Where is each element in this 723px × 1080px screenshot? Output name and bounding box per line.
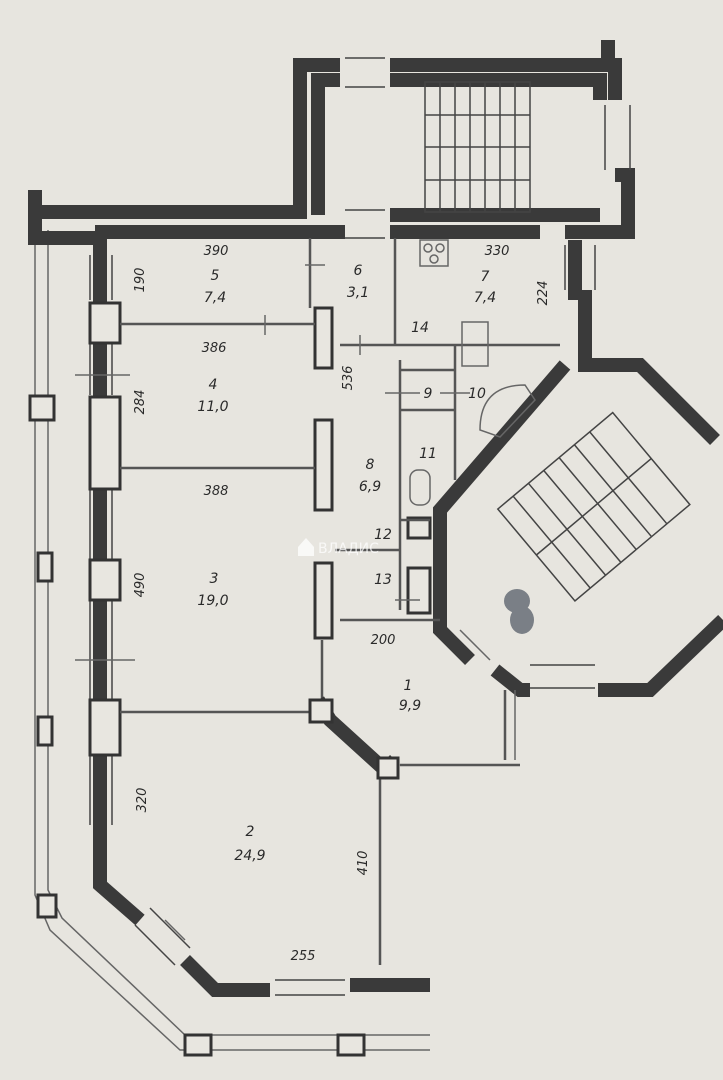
balcony-post [183, 1033, 213, 1057]
room-number: 6 [354, 263, 363, 279]
balcony-post [36, 715, 54, 747]
blot-mark [504, 589, 534, 634]
room-number: 9 [424, 386, 433, 402]
room-area: 19,0 [197, 593, 228, 609]
dimension-label: 320 [135, 788, 150, 813]
room-number: 1 [404, 678, 413, 694]
dimension-label: 224 [536, 281, 551, 306]
dimension-labels: 390 190 330 224 386 284 536 388 490 200 … [133, 244, 551, 964]
dimension-label: 490 [133, 573, 148, 598]
room-number: 4 [209, 377, 218, 393]
room-area: 11,0 [197, 399, 228, 415]
windows [89, 57, 631, 996]
sanitary-fixtures [409, 239, 536, 506]
dimension-label: 255 [291, 949, 316, 964]
wall-piers [88, 301, 432, 757]
room-number: 14 [411, 320, 429, 336]
upper-staircase [424, 81, 531, 213]
dimension-label: 200 [371, 633, 396, 648]
lower-staircase [496, 411, 691, 603]
room-area: 7,4 [474, 290, 496, 306]
balcony-post [336, 1033, 366, 1057]
balcony-post [36, 551, 54, 583]
dimension-label: 386 [202, 341, 227, 356]
dimension-ticks [75, 264, 491, 941]
room-number: 2 [246, 824, 255, 840]
dimension-label: 536 [341, 366, 356, 391]
room-area: 24,9 [234, 848, 265, 864]
room-number: 5 [211, 268, 220, 284]
stove-icon [419, 239, 449, 267]
room-area: 6,9 [359, 479, 381, 495]
watermark: ВЛАДИС [298, 538, 379, 557]
dimension-label: 390 [204, 244, 229, 259]
room-number: 8 [366, 457, 375, 473]
sink-icon [461, 321, 489, 367]
partitions [120, 238, 560, 965]
room-number: 10 [468, 386, 486, 402]
dimension-label: 190 [133, 268, 148, 293]
room-number: 11 [419, 446, 437, 462]
room-area: 7,4 [204, 290, 226, 306]
balcony-post [28, 394, 56, 422]
balcony-outline [28, 225, 430, 1057]
dimension-label: 388 [204, 484, 229, 499]
watermark-text: ВЛАДИС [318, 541, 379, 557]
dimension-label: 410 [356, 851, 371, 876]
room-number: 3 [210, 571, 219, 587]
toilet-icon [409, 469, 431, 506]
dimension-label: 284 [133, 390, 148, 415]
room-area: 9,9 [399, 698, 421, 714]
room-area: 3,1 [347, 285, 369, 301]
room-number: 13 [374, 572, 392, 588]
room-number: 7 [481, 269, 490, 285]
room-number: 12 [374, 527, 392, 543]
bathtub-icon [479, 384, 536, 438]
house-icon [298, 538, 314, 556]
balcony-post [36, 893, 58, 919]
dimension-label: 330 [485, 244, 510, 259]
room-labels: 1 9,9 2 24,9 3 19,0 4 11,0 5 7,4 6 3,1 7… [197, 263, 496, 864]
